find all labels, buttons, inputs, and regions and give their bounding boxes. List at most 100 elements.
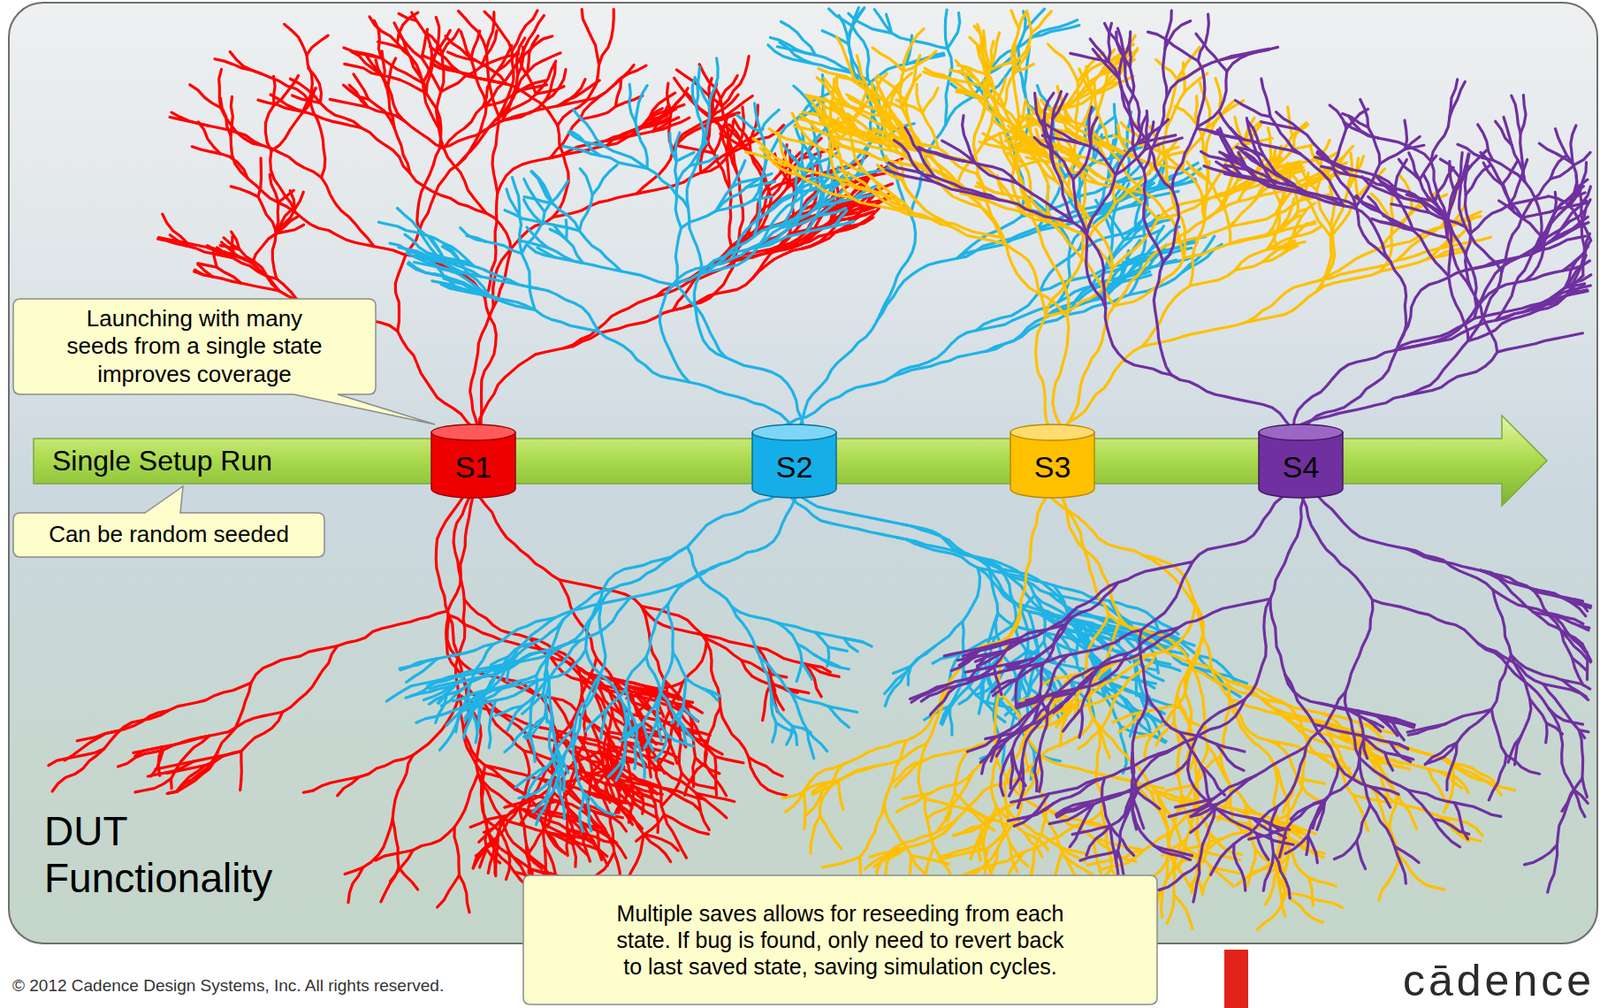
branch-line — [635, 690, 656, 694]
branch-line — [486, 213, 511, 308]
branch-line — [626, 690, 656, 699]
branch-line — [219, 68, 222, 108]
branch-line — [753, 248, 802, 278]
branch-line — [1060, 488, 1120, 619]
branch-line — [481, 772, 487, 821]
branch-line — [207, 125, 262, 145]
branch-line — [369, 16, 397, 44]
branch-line — [1020, 488, 1052, 610]
branch-line — [473, 266, 538, 289]
branch-line — [162, 213, 188, 244]
branch-line — [1019, 10, 1028, 29]
branch-line — [843, 740, 907, 765]
branch-line — [978, 684, 982, 714]
branch-line — [520, 15, 544, 59]
branch-line — [206, 247, 226, 253]
branch-line — [1280, 245, 1298, 256]
branch-line — [801, 212, 846, 249]
branch-line — [932, 175, 1002, 237]
branch-line — [535, 60, 557, 94]
branch-line — [441, 53, 444, 92]
branch-line — [672, 652, 686, 679]
branch-line — [401, 37, 422, 58]
branch-line — [209, 711, 283, 736]
branch-line — [1234, 261, 1263, 270]
branch-line — [432, 281, 461, 289]
branch-line — [493, 617, 556, 645]
branch-line — [911, 647, 934, 666]
branch-line — [990, 760, 997, 808]
branch-line — [511, 10, 538, 52]
branch-line — [1173, 895, 1193, 930]
branch-line — [488, 700, 496, 748]
branch-line — [441, 30, 459, 54]
branch-line — [708, 58, 718, 106]
branch-line — [944, 9, 947, 49]
branch-line — [378, 41, 407, 49]
branch-line — [903, 29, 924, 72]
branch-line — [64, 731, 115, 761]
branch-line — [828, 706, 849, 728]
branch-line — [1174, 106, 1197, 126]
branch-line — [776, 723, 793, 732]
branch-line — [1036, 316, 1051, 429]
branch-line — [599, 598, 606, 675]
branch-line — [530, 723, 536, 762]
branch-line — [668, 563, 721, 604]
branch-line — [1166, 895, 1174, 924]
branch-line — [536, 780, 557, 824]
branch-line — [675, 132, 680, 161]
branch-line — [466, 236, 486, 242]
branch-line — [495, 706, 523, 717]
branch-line — [214, 59, 261, 74]
branch-line — [493, 217, 554, 308]
branch-line — [498, 51, 514, 117]
branch-line — [566, 239, 584, 264]
branch-line — [220, 107, 263, 145]
branch-line — [785, 790, 805, 812]
branch-line — [605, 131, 654, 142]
branch-line — [258, 197, 276, 232]
branch-line — [884, 672, 906, 694]
branch-line — [349, 84, 368, 107]
branch-line — [636, 739, 645, 778]
branch-line — [1189, 270, 1235, 287]
branch-line — [1001, 237, 1068, 318]
branch-line — [251, 263, 280, 291]
branch-line — [282, 646, 338, 713]
branch-line — [247, 178, 295, 213]
branch-line — [677, 285, 726, 358]
branch-line — [781, 22, 816, 56]
branch-line — [700, 246, 761, 275]
branch-line — [624, 717, 656, 768]
branch-line — [921, 112, 938, 148]
branch-line — [464, 599, 530, 639]
branch-line — [871, 190, 906, 210]
branch-line — [532, 171, 554, 205]
branch-line — [544, 678, 549, 717]
branch-line — [271, 114, 302, 152]
branch-line — [689, 381, 794, 429]
branch-line — [924, 68, 952, 79]
branch-line — [970, 831, 983, 859]
branch-line — [76, 731, 115, 740]
branch-line — [771, 694, 793, 727]
branch-line — [726, 149, 730, 189]
branch-line — [488, 295, 535, 311]
branch-line — [536, 640, 580, 676]
branch-line — [687, 488, 786, 548]
branch-line — [644, 721, 657, 748]
branch-line — [653, 117, 690, 131]
branch-line — [251, 646, 338, 684]
branch-line — [508, 850, 526, 875]
branch-line — [190, 84, 221, 108]
branch-line — [1086, 66, 1093, 95]
branch-line — [722, 56, 749, 107]
branch-line — [416, 254, 445, 263]
branch-line — [806, 226, 835, 233]
branch-line — [1308, 876, 1313, 906]
branch-line — [1023, 163, 1032, 201]
branch-line — [480, 276, 539, 290]
branch-line — [388, 58, 397, 87]
branch-line — [568, 132, 604, 146]
